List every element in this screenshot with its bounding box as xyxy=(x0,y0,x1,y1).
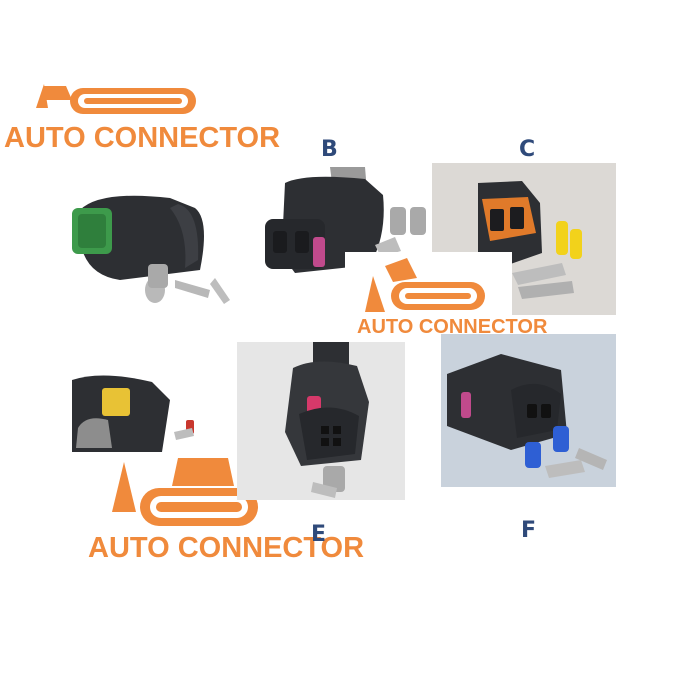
bulldozer-icon xyxy=(112,458,258,526)
label-f: F xyxy=(521,518,537,543)
brand-text-top: AUTO CONNECTOR xyxy=(4,122,281,154)
brand-logo-bottom: AUTO CONNECTOR xyxy=(88,452,364,572)
bulldozer-icon xyxy=(365,258,485,312)
connector-photo-e xyxy=(237,342,405,500)
label-c: C xyxy=(519,137,536,162)
brand-text-bottom: AUTO CONNECTOR xyxy=(88,532,365,564)
connector-photo-d xyxy=(62,370,212,452)
connector-photo-b xyxy=(255,165,440,285)
connector-photo-f xyxy=(441,334,616,487)
connector-photo-a xyxy=(60,180,240,320)
brand-logo-top: AUTO CONNECTOR xyxy=(4,78,280,158)
bulldozer-icon xyxy=(36,84,196,114)
brand-text-middle: AUTO CONNECTOR xyxy=(357,316,548,338)
connector-photo-c xyxy=(432,163,616,315)
label-b: B xyxy=(321,137,338,162)
label-e: E xyxy=(311,522,327,547)
